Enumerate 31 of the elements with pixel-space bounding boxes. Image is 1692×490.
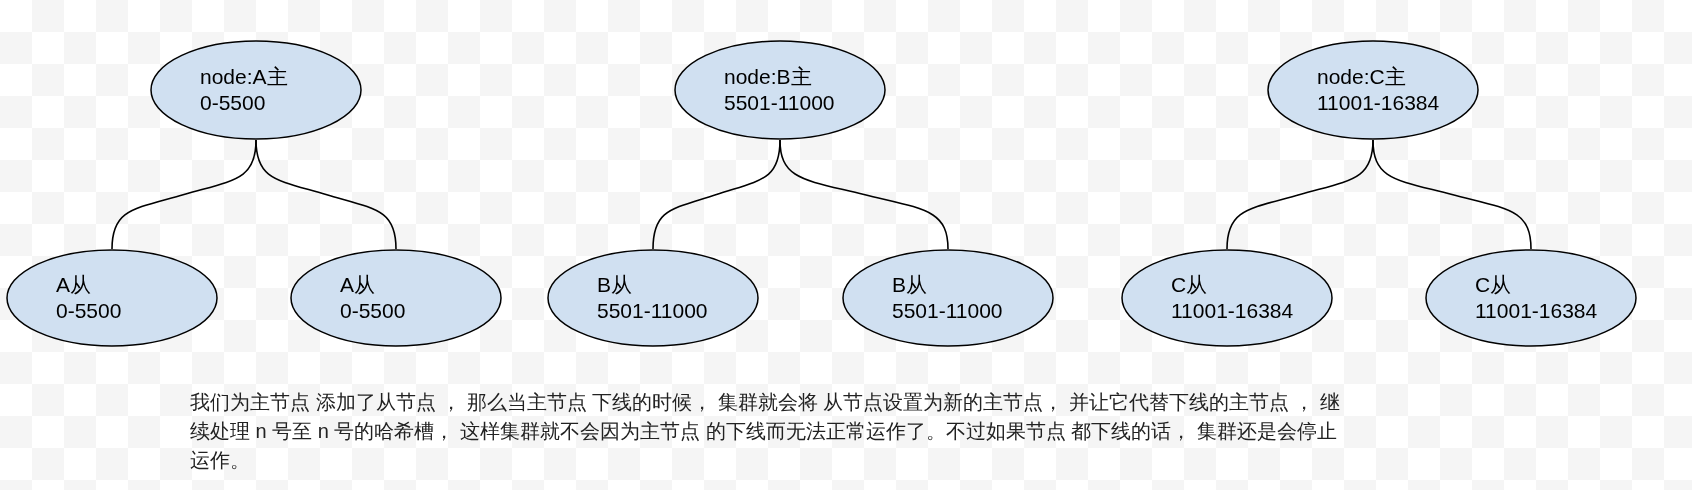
node-ellipse: [842, 249, 1054, 347]
node-ellipse: [1121, 249, 1333, 347]
node-ellipse: [1425, 249, 1637, 347]
node-label: 0-5500: [340, 298, 406, 324]
node-label: 5501-11000: [724, 90, 835, 116]
node-label: 11001-16384: [1475, 298, 1598, 324]
node-label: C从: [1475, 272, 1512, 298]
node-label: A从: [56, 272, 91, 298]
node-label: 0-5500: [56, 298, 122, 324]
connector-line: [1372, 139, 1532, 250]
node-ellipse: [547, 249, 759, 347]
node-label: 11001-16384: [1171, 298, 1294, 324]
connector-line: [779, 139, 949, 250]
node-label: 11001-16384: [1317, 90, 1440, 116]
node-label: 5501-11000: [597, 298, 708, 324]
node-ellipse: [6, 249, 218, 347]
node-label: 0-5500: [200, 90, 266, 116]
node-label: node:B主: [724, 64, 812, 90]
node-label: C从: [1171, 272, 1208, 298]
connector-line: [255, 139, 397, 250]
node-label: A从: [340, 272, 375, 298]
node-ellipse: [674, 40, 886, 140]
node-ellipse: [1267, 40, 1479, 140]
node-label: B从: [597, 272, 632, 298]
node-ellipse: [290, 249, 502, 347]
node-label: B从: [892, 272, 927, 298]
node-label: 5501-11000: [892, 298, 1003, 324]
caption-paragraph: 我们为主节点 添加了从节点 ， 那么当主节点 下线的时候， 集群就会将 从节点设置为新的主节点， 并让它代替下线的主节点 ， 继续处理 n 号至 n 号的哈希槽， 这样集群就不会因为主节点 的下线而无法正常运作了。不过如果节点 都下线的话， 集群还是会停止运作。: [190, 390, 1340, 473]
node-label: node:A主: [200, 64, 288, 90]
node-ellipse: [150, 40, 362, 140]
node-label: node:C主: [1317, 64, 1406, 90]
